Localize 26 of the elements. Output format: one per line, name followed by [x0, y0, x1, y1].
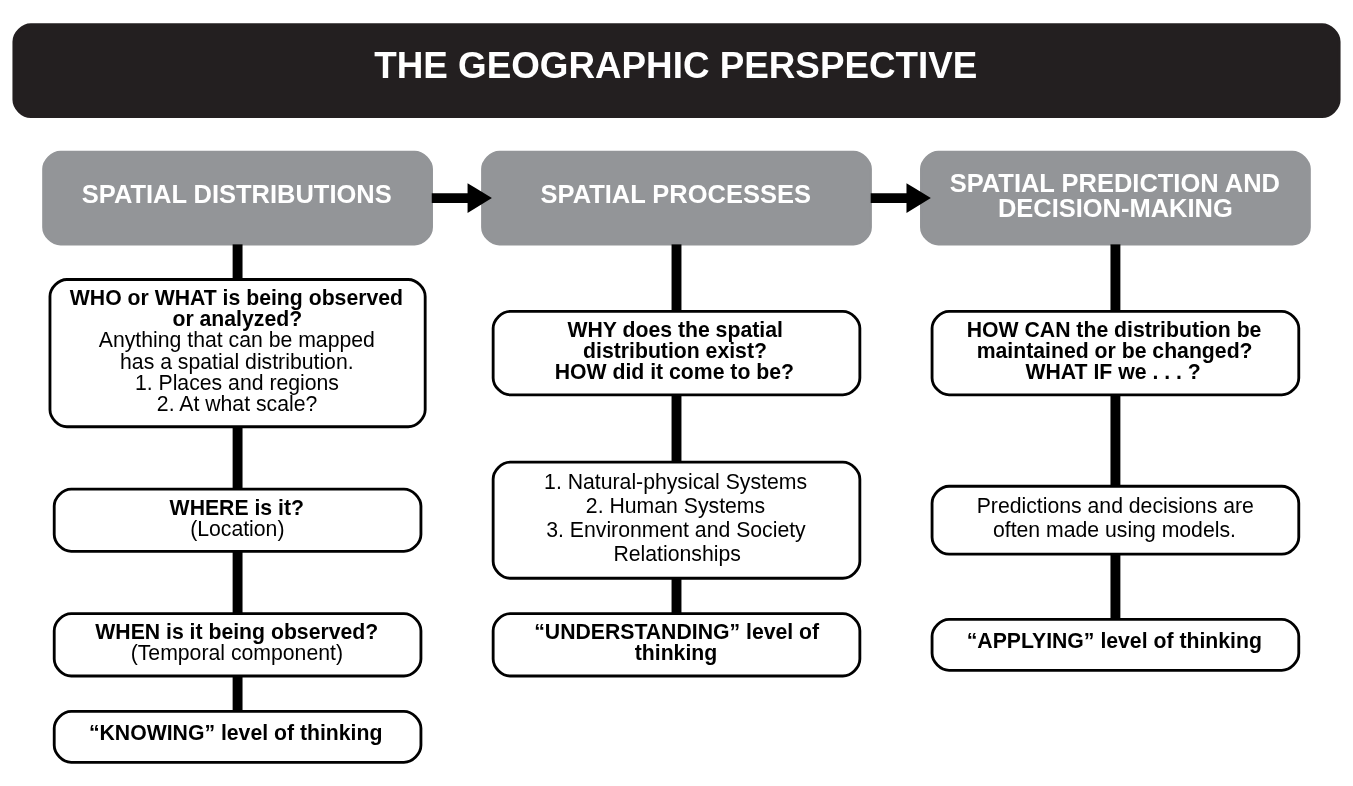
connector: [232, 551, 243, 614]
node-box: 1. Natural-physical Systems 2. Human Systems 3. Environment and Society Relationships: [491, 460, 862, 580]
node-box: SPATIAL PROCESSES: [481, 150, 872, 246]
node-box: “APPLYING” level of thinking: [930, 617, 1301, 672]
connector: [232, 675, 243, 711]
node-box: Predictions and decisions are often made using models.: [930, 484, 1301, 556]
node-box: “UNDERSTANDING” level of thinking: [491, 611, 862, 677]
connector: [1110, 243, 1121, 311]
connector: [671, 394, 682, 462]
connector: [232, 243, 243, 279]
node-box: WHERE is it? (Location): [52, 487, 423, 553]
node-box: WHEN is it being observed? (Temporal component): [52, 611, 423, 677]
connector: [671, 243, 682, 311]
node-box: HOW CAN the distribution be maintained or be changed? WHAT IF we . . . ?: [930, 309, 1301, 396]
node-box: WHY does the spatial distribution exist? HOW did it come to be?: [491, 309, 862, 396]
connector: [1110, 394, 1121, 486]
node-box: WHO or WHAT is being observed or analyzed? Anything that can be mapped has a spatial distribution. 1. Places and regions 2. At what scale?: [48, 277, 427, 428]
node-box: SPATIAL DISTRIBUTIONS: [42, 150, 433, 246]
node-box: SPATIAL PREDICTION AND DECISION-MAKING: [920, 150, 1311, 246]
connector: [232, 426, 243, 489]
arrow: [870, 182, 931, 213]
node-box: THE GEOGRAPHIC PERSPECTIVE: [12, 22, 1341, 118]
connector: [671, 578, 682, 613]
connector: [1110, 553, 1121, 619]
node-box: “KNOWING” level of thinking: [52, 709, 423, 764]
arrow: [431, 182, 492, 213]
